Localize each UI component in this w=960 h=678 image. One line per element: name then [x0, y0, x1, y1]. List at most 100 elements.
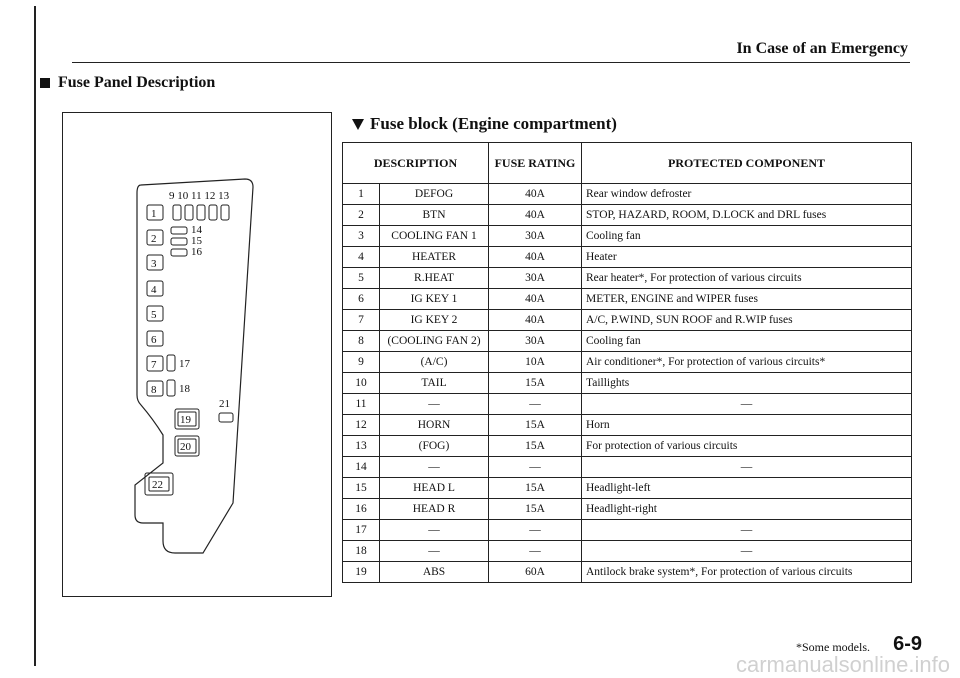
fuse-number: 17	[342, 519, 380, 541]
protected-component: —	[581, 393, 912, 415]
protected-component: Cooling fan	[581, 225, 912, 247]
svg-text:18: 18	[179, 383, 191, 395]
fuse-number: 10	[342, 372, 380, 394]
header-description: DESCRIPTION	[342, 142, 489, 184]
protected-component: Headlight-right	[581, 498, 912, 520]
fuse-rating: —	[488, 393, 582, 415]
slot-20: 20	[174, 435, 200, 457]
fuse-15: 15	[170, 235, 203, 247]
fuse-description: (COOLING FAN 2)	[379, 330, 489, 352]
fuse-description: (A/C)	[379, 351, 489, 373]
top-fuse-row	[172, 204, 230, 221]
svg-text:17: 17	[179, 358, 191, 370]
protected-component: Air conditioner*, For protection of vari…	[581, 351, 912, 373]
fuse-rating: 40A	[488, 204, 582, 226]
fuse-rating: 15A	[488, 414, 582, 436]
protected-component: STOP, HAZARD, ROOM, D.LOCK and DRL fuses	[581, 204, 912, 226]
fuse-description: —	[379, 519, 489, 541]
svg-text:3: 3	[151, 258, 157, 270]
left-slot-4: 4	[146, 280, 164, 297]
fuse-number: 12	[342, 414, 380, 436]
fuse-rating: 40A	[488, 288, 582, 310]
fuse-number: 8	[342, 330, 380, 352]
fuse-rating: 30A	[488, 267, 582, 289]
protected-component: Horn	[581, 414, 912, 436]
fuse-17: 17	[166, 354, 191, 372]
fuse-table-header: DESCRIPTION FUSE RATING PROTECTED COMPON…	[342, 142, 912, 184]
fuse-rating: 30A	[488, 330, 582, 352]
protected-component: Heater	[581, 246, 912, 268]
fuse-description: TAIL	[379, 372, 489, 394]
protected-component: Headlight-left	[581, 477, 912, 499]
fuse-21: 21	[218, 398, 234, 423]
left-slot-1: 1	[146, 204, 164, 221]
protected-component: A/C, P.WIND, SUN ROOF and R.WIP fuses	[581, 309, 912, 331]
fuse-16: 16	[170, 246, 203, 258]
fuse-number: 13	[342, 435, 380, 457]
svg-text:14: 14	[191, 224, 203, 236]
fuse-number: 3	[342, 225, 380, 247]
protected-component: Antilock brake system*, For protection o…	[581, 561, 912, 583]
fuse-description: HEAD L	[379, 477, 489, 499]
svg-text:7: 7	[151, 359, 157, 371]
fuse-rating: 30A	[488, 225, 582, 247]
svg-text:19: 19	[180, 414, 192, 426]
fuse-number: 5	[342, 267, 380, 289]
left-slot-5: 5	[146, 305, 164, 322]
page-header-title: In Case of an Emergency	[736, 40, 908, 57]
svg-text:15: 15	[191, 235, 203, 247]
fuse-18: 18	[166, 379, 191, 397]
fuse-block-title: Fuse block (Engine compartment)	[352, 114, 617, 134]
fuse-table: DESCRIPTION FUSE RATING PROTECTED COMPON…	[342, 142, 912, 583]
fuse-number: 6	[342, 288, 380, 310]
left-slot-2: 2	[146, 229, 164, 246]
fuse-block-title-text: Fuse block (Engine compartment)	[370, 114, 617, 133]
fuse-description: HEAD R	[379, 498, 489, 520]
table-row: 11———	[342, 393, 912, 415]
svg-text:1: 1	[151, 208, 157, 220]
fuse-number: 4	[342, 246, 380, 268]
fuse-description: HEATER	[379, 246, 489, 268]
fuse-number: 11	[342, 393, 380, 415]
fuse-number: 15	[342, 477, 380, 499]
protected-component: For protection of various circuits	[581, 435, 912, 457]
fuse-description: ABS	[379, 561, 489, 583]
fuse-description: (FOG)	[379, 435, 489, 457]
protected-component: —	[581, 540, 912, 562]
slot-19: 19	[174, 408, 200, 430]
fuse-description: —	[379, 456, 489, 478]
svg-text:4: 4	[151, 284, 157, 296]
fuse-description: BTN	[379, 204, 489, 226]
square-bullet-icon	[40, 78, 50, 88]
fuse-panel-diagram: 9 10 11 12 13 1 2 3 4 5 6 7 8 14 15 16 1…	[134, 178, 254, 554]
svg-text:2: 2	[151, 233, 157, 245]
fuse-number: 18	[342, 540, 380, 562]
fuse-number: 9	[342, 351, 380, 373]
triangle-down-icon	[352, 118, 364, 130]
svg-text:8: 8	[151, 384, 157, 396]
fuse-number: 19	[342, 561, 380, 583]
svg-text:5: 5	[151, 309, 157, 321]
footnote: *Some models.	[796, 640, 870, 654]
margin-rule	[34, 6, 36, 666]
left-slot-3: 3	[146, 254, 164, 271]
protected-component: —	[581, 519, 912, 541]
fuse-rating: 10A	[488, 351, 582, 373]
fuse-panel-diagram-box: 9 10 11 12 13 1 2 3 4 5 6 7 8 14 15 16 1…	[62, 112, 332, 597]
watermark: carmanualsonline.info	[735, 652, 950, 677]
fuse-rating: —	[488, 519, 582, 541]
svg-text:22: 22	[152, 479, 163, 491]
fuse-rating: —	[488, 456, 582, 478]
header-component: PROTECTED COMPONENT	[581, 142, 912, 184]
fuse-description: IG KEY 1	[379, 288, 489, 310]
svg-text:20: 20	[180, 441, 192, 453]
